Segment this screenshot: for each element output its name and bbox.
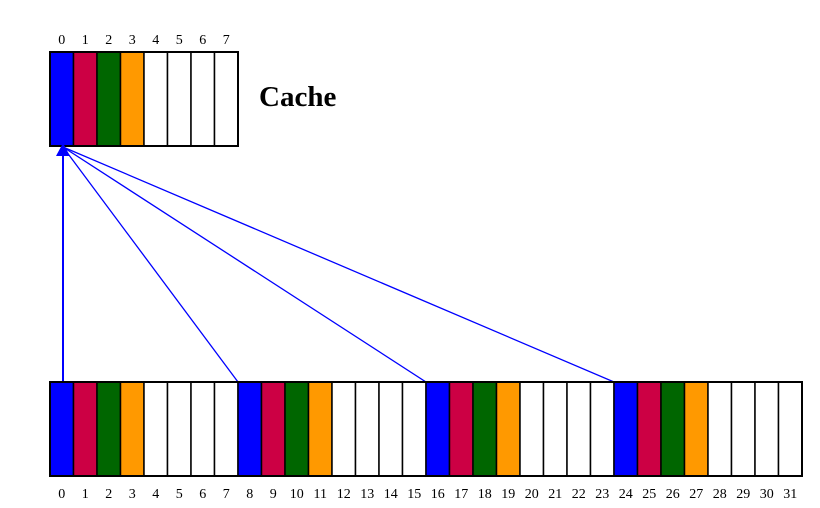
memory-cell-9 <box>260 381 286 477</box>
memory-index-2: 2 <box>105 487 112 502</box>
memory-index-26: 26 <box>666 487 680 502</box>
cache-cell-2 <box>96 51 122 147</box>
cache-index-1: 1 <box>82 33 89 48</box>
memory-index-3: 3 <box>129 487 136 502</box>
memory-index-16: 16 <box>431 487 445 502</box>
memory-index-18: 18 <box>478 487 492 502</box>
memory-index-31: 31 <box>783 487 797 502</box>
memory-index-13: 13 <box>360 487 374 502</box>
memory-cell-3 <box>119 381 145 477</box>
memory-index-10: 10 <box>290 487 304 502</box>
cache-block <box>49 51 239 147</box>
memory-cell-2 <box>96 381 122 477</box>
memory-index-29: 29 <box>736 487 750 502</box>
memory-index-1: 1 <box>82 487 89 502</box>
memory-cell-8 <box>237 381 263 477</box>
arrow-memory-16-to-cache-0 <box>62 146 427 383</box>
cache-cell-5 <box>166 51 192 147</box>
memory-cell-24 <box>613 381 639 477</box>
memory-index-17: 17 <box>454 487 468 502</box>
memory-cell-13 <box>354 381 380 477</box>
memory-block <box>49 381 803 477</box>
cache-outline <box>49 51 239 147</box>
memory-cell-1 <box>72 381 98 477</box>
arrow-memory-8-to-cache-0 <box>62 146 239 383</box>
memory-cell-27 <box>683 381 709 477</box>
memory-index-9: 9 <box>270 487 277 502</box>
memory-index-22: 22 <box>572 487 586 502</box>
memory-cell-15 <box>401 381 427 477</box>
memory-cell-17 <box>448 381 474 477</box>
memory-cell-18 <box>472 381 498 477</box>
cache-cell-1 <box>72 51 98 147</box>
memory-index-5: 5 <box>176 487 183 502</box>
memory-index-12: 12 <box>337 487 351 502</box>
memory-outline <box>49 381 803 477</box>
cache-index-2: 2 <box>105 33 112 48</box>
memory-cell-0 <box>49 381 75 477</box>
memory-cell-25 <box>636 381 662 477</box>
memory-cell-16 <box>425 381 451 477</box>
memory-cell-10 <box>284 381 310 477</box>
cache-index-4: 4 <box>152 33 159 48</box>
cache-index-labels: 0 1 2 3 4 5 6 7 <box>58 33 230 48</box>
memory-index-7: 7 <box>223 487 230 502</box>
cache-index-5: 5 <box>176 33 183 48</box>
cache-cell-4 <box>143 51 169 147</box>
memory-index-27: 27 <box>689 487 703 502</box>
memory-cell-12 <box>331 381 357 477</box>
memory-index-28: 28 <box>713 487 727 502</box>
cache-index-6: 6 <box>199 33 206 48</box>
memory-cell-26 <box>660 381 686 477</box>
cache-cell-3 <box>119 51 145 147</box>
cache-title: Cache <box>259 81 336 113</box>
memory-index-0: 0 <box>58 487 65 502</box>
cache-cell-7 <box>213 51 239 147</box>
memory-cell-20 <box>519 381 545 477</box>
cache-index-3: 3 <box>129 33 136 48</box>
memory-cell-28 <box>707 381 733 477</box>
memory-index-20: 20 <box>525 487 539 502</box>
memory-cell-19 <box>495 381 521 477</box>
cache-cell-6 <box>190 51 216 147</box>
memory-cell-30 <box>754 381 780 477</box>
memory-index-30: 30 <box>760 487 774 502</box>
memory-cell-4 <box>143 381 169 477</box>
memory-index-21: 21 <box>548 487 562 502</box>
memory-index-25: 25 <box>642 487 656 502</box>
mapping-arrows <box>56 143 615 383</box>
memory-cell-11 <box>307 381 333 477</box>
memory-index-4: 4 <box>152 487 159 502</box>
memory-index-8: 8 <box>246 487 253 502</box>
memory-cell-29 <box>730 381 756 477</box>
memory-index-11: 11 <box>314 487 327 502</box>
memory-index-23: 23 <box>595 487 609 502</box>
cache-cell-0 <box>49 51 75 147</box>
memory-cell-5 <box>166 381 192 477</box>
memory-cell-23 <box>589 381 615 477</box>
arrow-memory-24-to-cache-0 <box>62 146 615 383</box>
memory-cell-14 <box>378 381 404 477</box>
memory-cell-6 <box>190 381 216 477</box>
memory-cell-22 <box>566 381 592 477</box>
memory-cell-31 <box>777 381 803 477</box>
memory-index-14: 14 <box>384 487 398 502</box>
cache-index-7: 7 <box>223 33 230 48</box>
memory-index-19: 19 <box>501 487 515 502</box>
cache-index-0: 0 <box>58 33 65 48</box>
memory-cell-21 <box>542 381 568 477</box>
memory-cell-7 <box>213 381 239 477</box>
memory-index-15: 15 <box>407 487 421 502</box>
memory-index-6: 6 <box>199 487 206 502</box>
arrowhead-icon <box>56 143 70 156</box>
memory-index-24: 24 <box>619 487 633 502</box>
